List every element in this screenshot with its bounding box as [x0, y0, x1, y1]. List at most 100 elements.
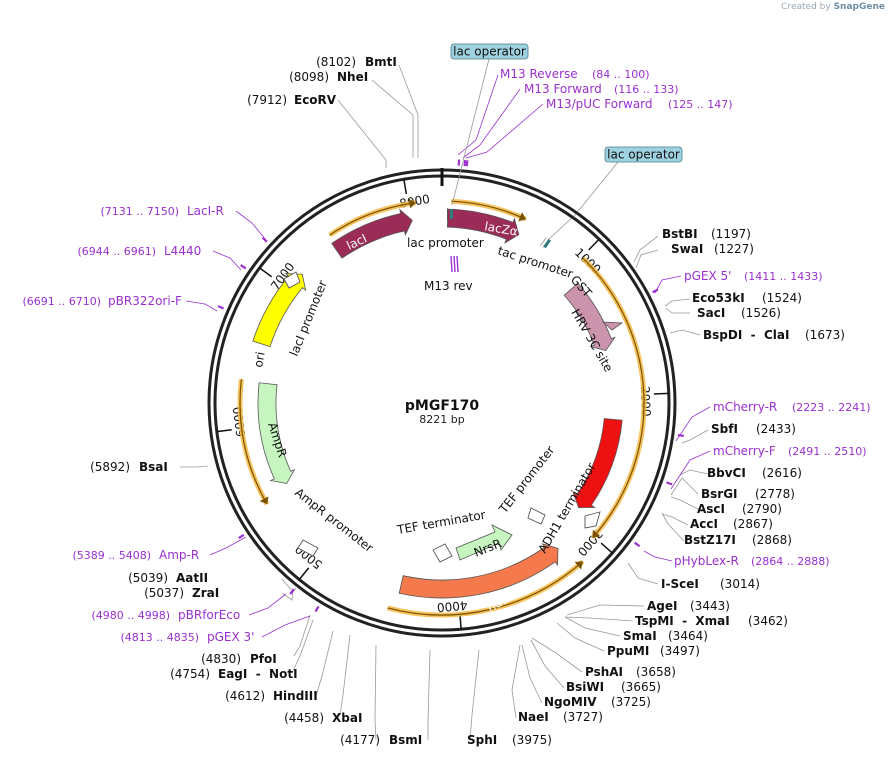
enzyme-pshai[interactable]: PshAI [585, 665, 623, 679]
enzyme-bstz17i[interactable]: BstZ17I [684, 533, 736, 547]
enzyme-bspdi-clai[interactable]: BspDI - ClaI [703, 328, 789, 342]
enzyme-pos: (3725) [611, 695, 651, 709]
enzyme-swai[interactable]: SwaI [671, 242, 703, 256]
terminator-tef-outline [432, 543, 453, 563]
primer-m13-puc-forward[interactable]: M13/pUC Forward [546, 97, 653, 111]
primer-pos: (6691 .. 6710) [22, 295, 101, 308]
enzyme-bbvci[interactable]: BbvCI [707, 466, 746, 480]
orf-arrow-lacza [518, 212, 526, 222]
primer-mark-3 [652, 288, 659, 294]
primer-mcherry-f[interactable]: mCherry-F [713, 444, 776, 458]
tick-3000 [600, 542, 613, 554]
enzyme-pos: (3462) [748, 614, 788, 628]
enzyme-pos: (3665) [621, 680, 661, 694]
primer-pos: (4980 .. 4998) [91, 609, 170, 622]
tick-label-4000: 4000 [436, 598, 468, 615]
primer-mark-5 [666, 481, 673, 486]
enzyme-zrai[interactable]: ZraI [192, 586, 219, 600]
enzyme-naei[interactable]: NaeI [518, 710, 549, 724]
primer-l4440[interactable]: L4440 [164, 244, 201, 258]
enzyme-bsrgi[interactable]: BsrGI [701, 487, 738, 501]
enzyme-i-scei[interactable]: I-SceI [661, 577, 699, 591]
primer-pos: (7131 .. 7150) [100, 205, 179, 218]
primer-pgex-5[interactable]: pGEX 5' [684, 269, 731, 283]
enzyme-aatii[interactable]: AatII [176, 571, 208, 585]
orf-arrow-ampr [259, 496, 269, 505]
primer-amp-r[interactable]: Amp-R [159, 548, 199, 562]
primer-pos: (6944 .. 6961) [77, 245, 156, 258]
primer-mark-6 [634, 541, 641, 548]
enzyme-bstbi[interactable]: BstBI [662, 227, 698, 241]
tick-5000 [298, 567, 310, 581]
primer-mcherry-r[interactable]: mCherry-R [713, 400, 777, 414]
primer-laci-r[interactable]: LacI-R [187, 204, 224, 218]
primer-mark-4 [677, 433, 684, 437]
tick-7000 [259, 267, 273, 278]
enzyme-sphi[interactable]: SphI [467, 733, 497, 747]
enzyme-pos: (4612) [225, 689, 265, 703]
enzyme-pos: (8098) [289, 70, 329, 84]
enzyme-eco53ki[interactable]: Eco53kI [692, 291, 745, 305]
primer-m13-forward[interactable]: M13 Forward [524, 82, 602, 96]
promoter-tef-outline [527, 507, 546, 525]
orf-line-laci [329, 202, 416, 236]
enzyme-nhei[interactable]: NheI [337, 70, 368, 84]
enzyme-smai[interactable]: SmaI [623, 629, 657, 643]
enzyme-pos: (4177) [340, 733, 380, 747]
primer-pgex-3[interactable]: pGEX 3' [207, 630, 254, 644]
enzyme-pos: (1197) [711, 227, 751, 241]
primer-mark-1 [463, 159, 467, 167]
primer-m13-reverse[interactable]: M13 Reverse [500, 67, 578, 81]
enzyme-eagi-noti[interactable]: EagI - NotI [218, 667, 298, 681]
feature-ampr-arrow [257, 382, 296, 484]
enzyme-pos: (5037) [144, 586, 184, 600]
enzyme-asci[interactable]: AscI [697, 502, 725, 516]
tick-6000 [216, 429, 232, 433]
lac-operator-site [450, 209, 453, 219]
feature-arrows [252, 208, 623, 599]
orf-line-ampr [239, 379, 268, 505]
enzyme-bsmi[interactable]: BsmI [389, 733, 422, 747]
primer-marks [217, 159, 684, 613]
promoter-laci-outline [283, 271, 301, 289]
enzyme-saci[interactable]: SacI [697, 306, 725, 320]
primer-pos: (2491 .. 2510) [788, 445, 867, 458]
enzyme-sbfi[interactable]: SbfI [711, 422, 738, 436]
primer-mark-9 [238, 533, 245, 540]
feature-ori-arrow [252, 273, 307, 348]
enzyme-hindiii[interactable]: HindIII [273, 689, 318, 703]
hrv-3c-site [601, 321, 624, 331]
feature-lacza-arrow [446, 208, 520, 244]
tick-1000 [588, 238, 600, 251]
feature-mcherry-arrow [572, 418, 623, 508]
enzyme-xbai[interactable]: XbaI [332, 711, 362, 725]
enzyme-agei[interactable]: AgeI [647, 599, 677, 613]
primer-pos: (125 .. 147) [668, 98, 733, 111]
lac-operator-label-2: lac operator [607, 148, 680, 162]
primer-phyblex-r[interactable]: pHybLex-R [674, 554, 739, 568]
enzyme-bsiwi[interactable]: BsiWI [566, 680, 604, 694]
enzyme-acci[interactable]: AccI [690, 517, 718, 531]
primer-pos: (84 .. 100) [592, 68, 650, 81]
enzyme-ecorv[interactable]: EcoRV [294, 93, 337, 107]
enzyme-bmti[interactable]: BmtI [365, 55, 397, 69]
enzyme-tspmi-xmai[interactable]: TspMI - XmaI [635, 614, 730, 628]
enzyme-pos: (2778) [755, 487, 795, 501]
feature-natmx6-arrow [398, 543, 559, 599]
enzyme-ppumi[interactable]: PpuMI [607, 644, 649, 658]
plasmid-size: 8221 bp [419, 413, 465, 426]
primer-pos: (5389 .. 5408) [72, 549, 151, 562]
enzyme-pos: (1227) [714, 242, 754, 256]
m13-rev-marks [450, 255, 459, 273]
enzyme-bsai[interactable]: BsaI [139, 460, 168, 474]
orf-arrow-natmx6 [574, 561, 583, 570]
enzyme-pos: (5039) [128, 571, 168, 585]
primer-pos: (2864 .. 2888) [751, 555, 830, 568]
enzyme-pfoi[interactable]: PfoI [250, 652, 277, 666]
enzyme-ngomiv[interactable]: NgoMIV [544, 695, 597, 709]
feature-nrsr-arrow [455, 524, 513, 561]
enzyme-pos: (2616) [762, 466, 802, 480]
enzyme-pos: (5892) [90, 460, 130, 474]
primer-pbrforeco[interactable]: pBRforEco [178, 608, 240, 622]
primer-pbr322ori-f[interactable]: pBR322ori-F [108, 294, 182, 308]
